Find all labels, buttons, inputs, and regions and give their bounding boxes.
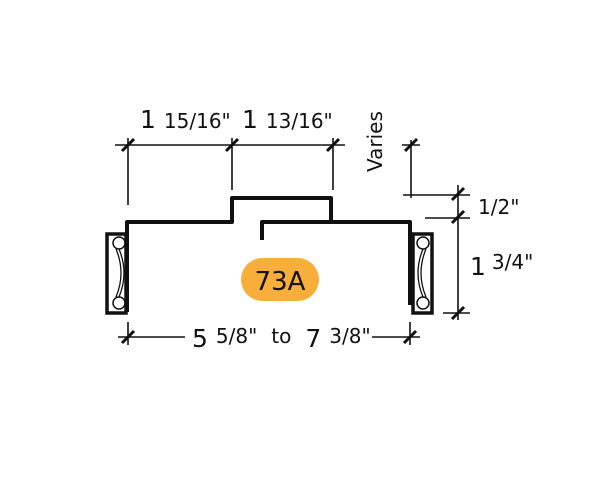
svg-text:13/4": 13/4" bbox=[470, 250, 533, 281]
dim-width-max-whole: 7 bbox=[305, 324, 321, 353]
model-badge: 73A bbox=[241, 258, 319, 301]
dim-width-max-frac: 3/8" bbox=[329, 324, 370, 348]
right-jamb bbox=[411, 232, 434, 315]
badge-label: 73A bbox=[255, 267, 306, 297]
top-dimension: 1 15/16" 1 13/16" bbox=[115, 105, 345, 205]
svg-text:113/16": 1 13/16" bbox=[242, 105, 333, 134]
svg-text:115/16": 1 15/16" bbox=[140, 105, 231, 134]
dim-width-min-frac: 5/8" bbox=[216, 324, 257, 348]
dim-width-to: to bbox=[271, 324, 291, 348]
frame-profile bbox=[105, 196, 434, 315]
dim-half: 1/2" bbox=[478, 195, 519, 219]
dim-top-left-frac: 15/16" bbox=[164, 109, 231, 133]
dim-height-frac: 3/4" bbox=[492, 250, 533, 274]
dim-width-min-whole: 5 bbox=[192, 324, 208, 353]
dim-top-right-frac: 13/16" bbox=[266, 109, 333, 133]
bottom-dimension: 5 5/8" to 7 3/8" bbox=[118, 322, 420, 353]
dim-top-right-whole: 1 bbox=[242, 105, 258, 134]
left-jamb bbox=[105, 232, 128, 315]
dim-varies: Varies bbox=[363, 111, 387, 172]
dim-height-whole: 1 bbox=[470, 252, 486, 281]
dim-top-left-whole: 1 bbox=[140, 105, 156, 134]
